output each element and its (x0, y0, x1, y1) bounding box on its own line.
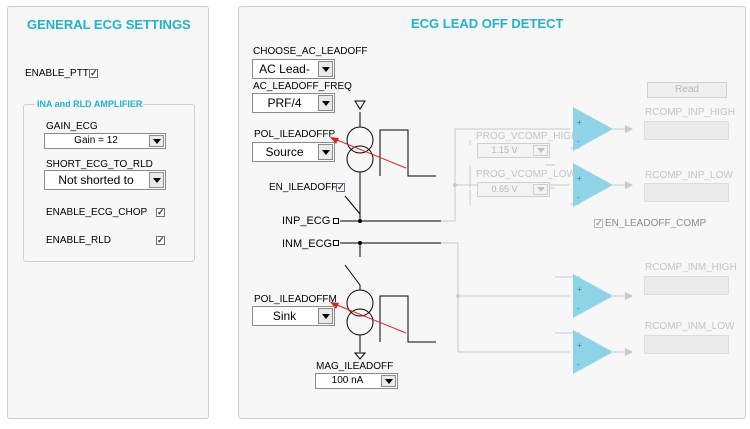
inm-ecg-label: INM_ECG (282, 238, 333, 250)
rcomp-inp-low-indicator (644, 183, 729, 202)
lower-current-source (344, 243, 436, 352)
inp-ecg-label: INP_ECG (282, 215, 331, 227)
read-button[interactable]: Read (647, 82, 727, 98)
short-ecg-value: Not shorted to (58, 173, 134, 187)
prog-vcomp-high-select[interactable]: 1.15 V (477, 143, 550, 158)
enable-chop-label: ENABLE_ECG_CHOP (46, 207, 148, 218)
rcomp-inp-high-label: RCOMP_INP_HIGH (645, 107, 736, 118)
prog-vcomp-high-label: PROG_VCOMP_HIGH (476, 131, 579, 142)
short-ecg-select[interactable]: Not shorted to (44, 170, 166, 190)
vdd-triangle-icon (354, 100, 366, 110)
comparator-inm-high-icon (573, 274, 613, 318)
upper-arrow-icon (331, 137, 407, 169)
mag-ileadoff-select[interactable]: 100 nA (315, 373, 398, 389)
chevron-down-icon[interactable] (533, 145, 548, 156)
gain-ecg-value: Gain = 12 (74, 135, 118, 146)
pol-ileadoffm-select[interactable]: Sink (252, 306, 335, 326)
en-ileadoff-label: EN_ILEADOFF (269, 182, 338, 193)
comp-minus-2: - (577, 193, 580, 202)
pol-ileadoffm-value: Sink (272, 309, 297, 323)
chevron-down-icon[interactable] (318, 61, 333, 77)
en-leadoff-comp-label: EN_LEADOFF_COMP (605, 218, 707, 229)
prog-vcomp-low-label: PROG_VCOMP_LOW (476, 169, 577, 180)
rcomp-inm-low-indicator (644, 335, 729, 354)
prog-vcomp-low-select[interactable]: 0.65 V (477, 182, 550, 197)
enable-chop-checkbox[interactable]: ✓ (156, 207, 165, 217)
chevron-down-icon[interactable] (318, 308, 333, 324)
ac-leadoff-freq-label: AC_LEADOFF_FREQ (253, 81, 352, 92)
comp-plus-4: + (577, 341, 582, 350)
mag-ileadoff-value: 100 nA (331, 375, 364, 386)
comp-minus-3: - (577, 304, 580, 313)
choose-ac-leadoff-value: AC Lead- (259, 62, 310, 76)
enable-rld-checkbox[interactable]: ✓ (156, 235, 165, 245)
rcomp-inm-high-indicator (644, 276, 729, 295)
pol-ileadoffp-select[interactable]: Source (252, 142, 335, 162)
pol-ileadoffp-value: Source (265, 145, 304, 159)
ac-leadoff-freq-select[interactable]: PRF/4 (252, 93, 335, 113)
mag-ileadoff-label: MAG_ILEADOFF (316, 361, 394, 372)
comparator-inp-low-icon (573, 163, 613, 207)
prog-vcomp-high-value: 1.15 V (491, 145, 518, 155)
enable-ptt-label: ENABLE_PTT (25, 68, 89, 79)
lower-arrow-icon (331, 302, 407, 334)
en-ileadoff-checkbox[interactable]: ✓ (336, 182, 345, 192)
leadoff-panel-title: ECG LEAD OFF DETECT (411, 16, 564, 31)
upper-current-source (346, 112, 436, 220)
pol-ileadoffp-label: POL_ILEADOFFP (254, 129, 336, 140)
chevron-down-icon[interactable] (318, 144, 333, 160)
rcomp-inp-high-indicator (644, 121, 729, 140)
chevron-down-icon[interactable] (149, 135, 164, 147)
gain-ecg-label: GAIN_ECG (46, 121, 98, 132)
comp-plus-2: + (577, 174, 582, 183)
ina-rld-group-title: INA and RLD AMPLIFIER (35, 99, 145, 109)
ac-leadoff-freq-value: PRF/4 (267, 96, 302, 110)
comparator-inp-high-icon (573, 107, 613, 151)
rcomp-inm-low-label: RCOMP_INM_LOW (645, 321, 735, 332)
inm-ecg-terminal (333, 240, 339, 246)
gnd-triangle-icon (353, 352, 367, 360)
short-ecg-label: SHORT_ECG_TO_RLD (46, 159, 153, 170)
general-panel-title: GENERAL ECG SETTINGS (27, 17, 191, 32)
choose-ac-leadoff-select[interactable]: AC Lead- (252, 59, 335, 79)
prog-vcomp-low-value: 0.65 V (491, 184, 518, 194)
enable-ptt-checkbox[interactable]: ✓ (89, 68, 98, 78)
rcomp-inm-high-label: RCOMP_INM_HIGH (645, 262, 737, 273)
comp-minus-1: - (577, 137, 580, 146)
comp-plus-3: + (577, 285, 582, 294)
comparator-inm-low-icon (573, 330, 613, 374)
rcomp-inp-low-label: RCOMP_INP_LOW (645, 170, 733, 181)
choose-ac-leadoff-label: CHOOSE_AC_LEADOFF (253, 46, 368, 57)
gain-ecg-select[interactable]: Gain = 12 (44, 133, 166, 149)
en-leadoff-comp-checkbox[interactable]: ✓ (594, 218, 603, 228)
enable-rld-label: ENABLE_RLD (46, 235, 112, 246)
general-ecg-settings-panel: GENERAL ECG SETTINGS ENABLE_PTT ✓ INA an… (7, 6, 209, 419)
comp-minus-4: - (577, 360, 580, 369)
pol-ileadoffm-label: POL_ILEADOFFM (254, 294, 337, 305)
chevron-down-icon[interactable] (318, 95, 333, 111)
chevron-down-icon[interactable] (149, 172, 164, 188)
inp-ecg-terminal (333, 218, 339, 224)
comp-plus-1: + (577, 118, 582, 127)
chevron-down-icon[interactable] (533, 184, 548, 195)
chevron-down-icon[interactable] (381, 375, 396, 387)
